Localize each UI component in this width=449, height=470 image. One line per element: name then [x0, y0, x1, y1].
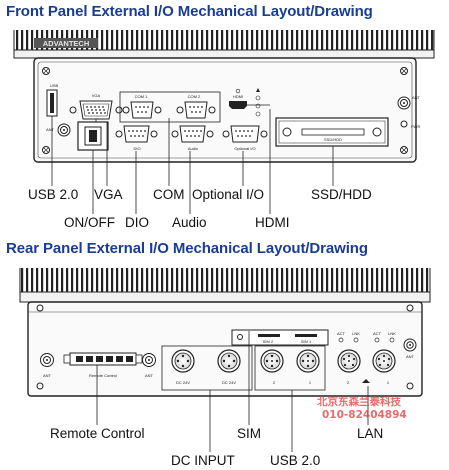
svg-text:ADVANTECH: ADVANTECH [43, 39, 90, 48]
label-ssd-hdd: SSD/HDD [311, 187, 372, 202]
svg-text:ANT: ANT [406, 354, 415, 359]
svg-text:SIM 1: SIM 1 [301, 339, 312, 344]
svg-text:DC 24V: DC 24V [222, 380, 236, 385]
rear-lan-group: ACT LNK ACT LNK 2 1 [337, 331, 396, 385]
svg-text:COM 1: COM 1 [135, 94, 148, 99]
svg-text:DC 24V: DC 24V [176, 380, 190, 385]
rear-dc-input-1[interactable]: DC 24V [171, 349, 195, 385]
svg-text:2: 2 [347, 380, 350, 385]
label-dio: DIO [125, 215, 150, 230]
rear-chassis [27, 301, 423, 397]
svg-text:COM 2: COM 2 [188, 94, 201, 99]
svg-text:ANT: ANT [43, 373, 52, 378]
rear-lan-port-1[interactable]: 1 [372, 349, 396, 385]
front-vga-port[interactable]: VGA [69, 93, 123, 120]
watermark-phone: 010-82404894 [322, 409, 407, 421]
front-audio-port[interactable]: Audio [171, 125, 214, 151]
svg-text:1: 1 [309, 380, 312, 385]
front-optional-io-port[interactable]: Optional I/O [222, 125, 268, 151]
svg-text:LNK: LNK [388, 331, 396, 336]
front-antenna-right[interactable]: ANT [397, 95, 421, 110]
front-power-led: PWR [400, 120, 420, 129]
svg-text:HDMI: HDMI [233, 94, 243, 99]
svg-text:SSD/HDD: SSD/HDD [324, 137, 342, 142]
label-remote-control: Remote Control [50, 426, 145, 441]
svg-text:ACT: ACT [337, 331, 346, 336]
rear-dc-input-2[interactable]: DC 24V [217, 349, 241, 385]
label-usb: USB 2.0 [28, 187, 79, 202]
rear-leader-lines [96, 331, 369, 452]
label-audio: Audio [172, 215, 207, 230]
svg-text:VGA: VGA [92, 93, 101, 98]
label-hdmi: HDMI [255, 215, 290, 230]
rear-sim-slots[interactable]: SIM 2 SIM 1 [231, 329, 329, 346]
front-power-switch[interactable] [77, 121, 109, 151]
svg-text:DIO: DIO [133, 146, 140, 151]
svg-text:Optional I/O: Optional I/O [234, 146, 255, 151]
front-panel-title: Front Panel External I/O Mechanical Layo… [6, 3, 373, 20]
front-antenna-left[interactable]: ANT [46, 123, 71, 137]
front-ssd-hdd-tray[interactable]: SSD/HDD [275, 117, 389, 147]
svg-text:ANT: ANT [46, 127, 55, 132]
front-heatsink [14, 30, 434, 52]
svg-text:Audio: Audio [188, 146, 199, 151]
advantech-logo [34, 38, 98, 48]
rear-panel: ANT Remote Control ANT [19, 268, 431, 452]
front-com-ports[interactable]: COM 1 COM 2 [119, 91, 221, 123]
label-sim: SIM [237, 426, 262, 441]
rear-dc-input-group: DC 24V DC 24V [161, 345, 253, 391]
rear-lan-port-2[interactable]: 2 [337, 349, 361, 385]
svg-text:2: 2 [273, 380, 276, 385]
rear-antenna-3[interactable]: ANT [403, 338, 417, 359]
svg-text:ACT: ACT [373, 331, 382, 336]
svg-text:SIM 2: SIM 2 [263, 339, 274, 344]
svg-text:USB: USB [50, 83, 59, 88]
front-leader-lines [51, 104, 334, 214]
rear-remote-control-terminal[interactable]: Remote Control [63, 352, 143, 378]
svg-text:Remote Control: Remote Control [89, 373, 117, 378]
rear-usb-port-1[interactable]: 1 [296, 349, 320, 385]
watermark-company: 北京东森兰泰科技 [317, 396, 401, 408]
rear-antenna-1[interactable]: ANT [40, 353, 54, 379]
rear-usb-group: 2 1 [254, 345, 326, 391]
svg-text:ANT: ANT [412, 95, 421, 100]
front-panel: ADVANTECH USB ANT [13, 30, 435, 214]
label-lan: LAN [357, 426, 384, 441]
front-dio-port[interactable]: DIO [115, 125, 158, 151]
rear-antenna-2[interactable]: ANT [142, 353, 156, 379]
label-com: COM [153, 187, 185, 202]
label-rear-usb: USB 2.0 [270, 453, 321, 468]
svg-text:1: 1 [387, 380, 390, 385]
network-icon [362, 379, 370, 383]
label-on-off: ON/OFF [64, 215, 115, 230]
svg-text:PWR: PWR [411, 124, 420, 129]
svg-text:ANT: ANT [145, 373, 154, 378]
rear-usb-port-2[interactable]: 2 [260, 349, 284, 385]
label-vga: VGA [94, 187, 123, 202]
rear-heatsink [20, 268, 430, 292]
label-dc-input: DC INPUT [171, 453, 235, 468]
rear-panel-title: Rear Panel External I/O Mechanical Layou… [6, 240, 368, 257]
label-optional-io: Optional I/O [192, 187, 265, 202]
svg-text:LNK: LNK [352, 331, 360, 336]
